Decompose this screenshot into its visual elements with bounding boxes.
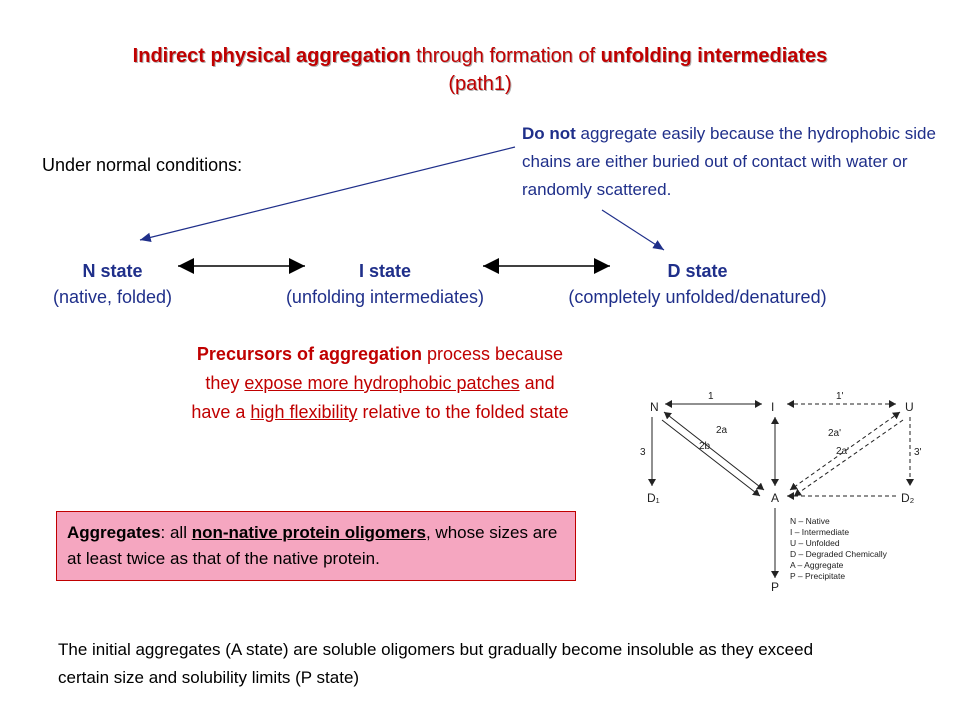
- title-bold-b: unfolding intermediates: [600, 45, 828, 67]
- aggregates-bold: Aggregates: [67, 523, 161, 542]
- legend-item: N – Native: [790, 516, 830, 526]
- legend-item: U – Unfolded: [790, 538, 840, 548]
- title-bold-a: Indirect physical aggregation: [132, 45, 411, 67]
- i-state: I state (unfolding intermediates): [265, 258, 505, 310]
- scheme-node-a: A: [771, 491, 779, 505]
- n-state: N state (native, folded): [30, 258, 195, 310]
- i-state-name: I state: [358, 261, 412, 281]
- scheme-label-2a: 2a: [716, 425, 728, 436]
- scheme-label-2bp: 2a': [836, 446, 849, 457]
- scheme-node-d2: D₂: [901, 491, 915, 505]
- normal-conditions-label: Under normal conditions:: [42, 155, 243, 175]
- title-line-1: Indirect physical aggregation through fo…: [0, 42, 960, 70]
- n-state-desc: (native, folded): [52, 287, 173, 307]
- legend-item: A – Aggregate: [790, 560, 844, 570]
- d-state: D state (completely unfolded/denatured): [545, 258, 850, 310]
- note-to-d-arrow: [601, 209, 665, 251]
- scheme-label-1: 1: [708, 391, 714, 402]
- do-not-aggregate-note: Do not aggregate easily because the hydr…: [522, 120, 942, 204]
- legend-item: P – Precipitate: [790, 571, 845, 581]
- bottom-paragraph: The initial aggregates (A state) are sol…: [58, 640, 814, 687]
- aggregates-underline: non-native protein oligomers: [191, 523, 426, 542]
- scheme-edge-2b: [661, 419, 761, 497]
- scheme-label-2b: 2b: [699, 441, 711, 452]
- scheme-edge-2bp: [793, 419, 904, 497]
- i-state-desc: (unfolding intermediates): [285, 287, 485, 307]
- aggregates-definition-box: Aggregates: all non-native protein oligo…: [56, 511, 576, 581]
- aggregation-scheme: N I U D₁ A D₂ P 1 1' 2a 2b 2a' 2a' 3 3' …: [640, 391, 922, 594]
- scheme-node-p: P: [771, 580, 779, 594]
- title-mid: through formation of: [410, 45, 601, 67]
- legend-item: D – Degraded Chemically: [790, 549, 888, 559]
- do-not-bold: Do not: [522, 124, 576, 143]
- aggregates-text-2: , whose sizes are at least twice as that…: [67, 523, 558, 568]
- precursor-underline-1: expose more hydrophobic patches: [244, 373, 520, 393]
- n-state-name: N state: [82, 261, 143, 281]
- scheme-node-i: I: [771, 400, 774, 414]
- precursor-underline-2: high flexibility: [250, 402, 358, 422]
- scheme-legend: N – Native I – Intermediate U – Unfolded…: [790, 516, 888, 581]
- d-state-name: D state: [667, 261, 728, 281]
- scheme-node-u: U: [905, 400, 914, 414]
- title-line-2: (path1): [448, 73, 512, 95]
- legend-item: I – Intermediate: [790, 527, 849, 537]
- aggregates-text-1: : all: [160, 523, 192, 542]
- scheme-node-d1: D₁: [647, 491, 660, 505]
- precursor-note: Precursors of aggregation process becaus…: [190, 340, 570, 427]
- scheme-label-3p: 3': [914, 447, 922, 458]
- scheme-label-3: 3: [640, 447, 646, 458]
- note-to-n-arrow: [139, 146, 516, 243]
- precursor-bold: Precursors of aggregation: [196, 344, 422, 364]
- scheme-edge-2ap: [789, 411, 901, 491]
- scheme-label-2ap: 2a': [828, 428, 841, 439]
- precursor-text-1: process because they: [205, 344, 564, 393]
- d-state-desc: (completely unfolded/denatured): [568, 287, 827, 307]
- scheme-node-n: N: [650, 400, 659, 414]
- scheme-label-1p: 1': [836, 391, 844, 402]
- precursor-text-2: and have a: [191, 373, 555, 422]
- do-not-rest: aggregate easily because the hydrophobic…: [522, 124, 936, 199]
- slide-title: Indirect physical aggregation through fo…: [0, 42, 960, 98]
- scheme-edge-2a: [663, 411, 765, 491]
- precursor-text-3: relative to the folded state: [357, 402, 569, 422]
